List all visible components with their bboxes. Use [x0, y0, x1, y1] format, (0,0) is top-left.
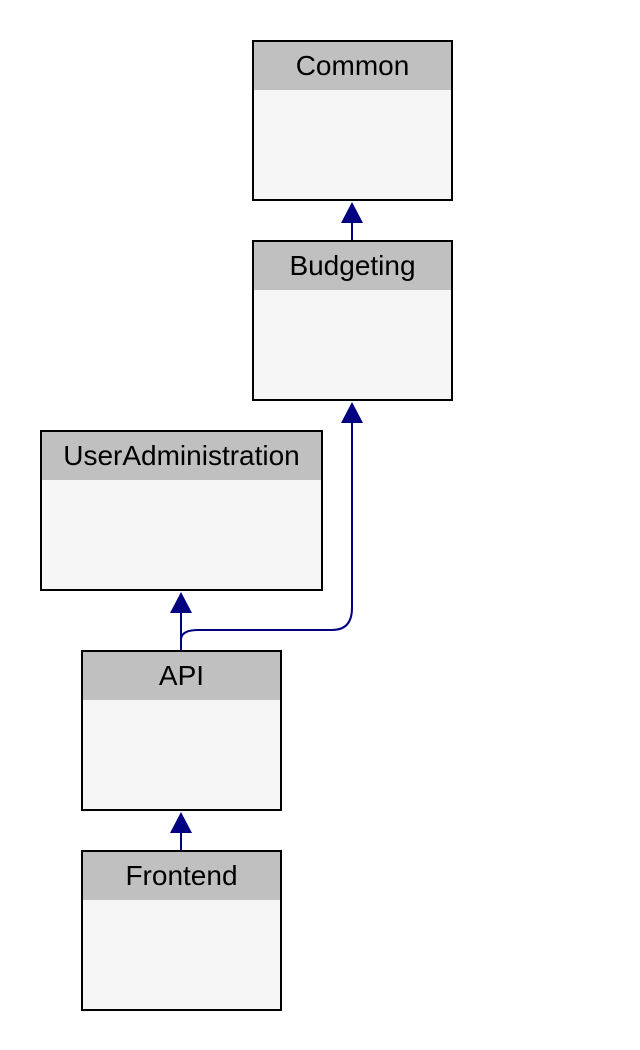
node-common-label: Common	[254, 42, 451, 90]
node-common[interactable]: Common	[252, 40, 453, 201]
arrowhead-api-to-useradministration	[170, 592, 192, 613]
node-useradministration-body	[42, 480, 321, 589]
node-useradministration[interactable]: UserAdministration	[40, 430, 323, 591]
edge-api-to-budgeting	[180, 422, 353, 650]
node-frontend-body	[83, 900, 280, 1009]
arrowhead-budgeting-to-common	[341, 202, 363, 223]
node-api-label: API	[83, 652, 280, 700]
node-api-body	[83, 700, 280, 809]
arrowhead-api-to-budgeting	[341, 402, 363, 423]
node-budgeting[interactable]: Budgeting	[252, 240, 453, 401]
node-budgeting-body	[254, 290, 451, 399]
node-frontend[interactable]: Frontend	[81, 850, 282, 1011]
node-useradministration-label: UserAdministration	[42, 432, 321, 480]
node-budgeting-label: Budgeting	[254, 242, 451, 290]
arrowhead-frontend-to-api	[170, 812, 192, 833]
node-common-body	[254, 90, 451, 199]
node-api[interactable]: API	[81, 650, 282, 811]
node-frontend-label: Frontend	[83, 852, 280, 900]
